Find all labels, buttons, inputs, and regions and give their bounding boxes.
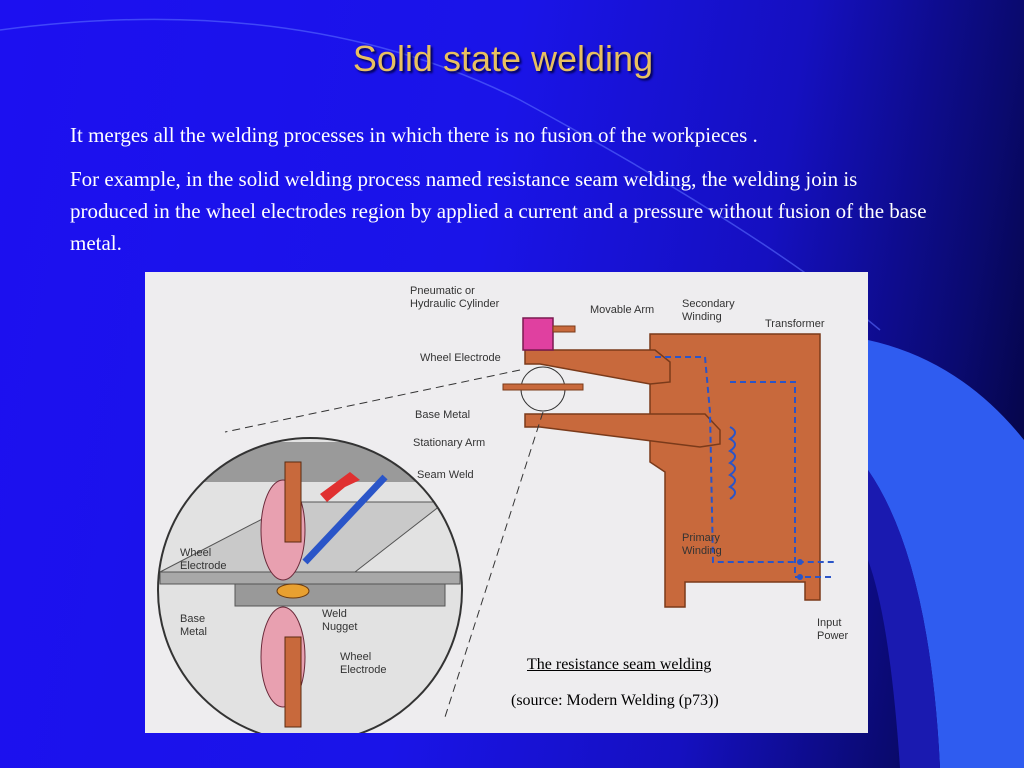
cylinder — [522, 317, 554, 351]
primary-winding — [728, 426, 736, 500]
seam-welding-diagram: Pneumatic or Hydraulic Cylinder Movable … — [157, 285, 849, 733]
movable-arm — [524, 349, 671, 385]
figure-caption-source: (source: Modern Welding (p73)) — [511, 692, 719, 709]
paragraph-definition: It merges all the welding processes in w… — [70, 123, 758, 147]
label-base-metal-left-1: Base — [180, 613, 205, 625]
label-secondary-winding-1: Secondary — [682, 298, 735, 310]
label-secondary-winding-2: Winding — [682, 311, 722, 323]
slide-title: Solid state welding — [352, 38, 654, 79]
label-stationary-arm: Stationary Arm — [413, 437, 485, 449]
magnified-view — [158, 438, 462, 733]
label-wheel-electrode-top: Wheel Electrode — [420, 352, 501, 364]
label-cylinder-2: Hydraulic Cylinder — [410, 298, 500, 310]
stationary-arm — [524, 413, 721, 448]
label-weld-nugget-1: Weld — [322, 608, 347, 620]
label-primary-winding-1: Primary — [682, 532, 720, 544]
label-wheel-electrode-left-1: Wheel — [180, 547, 211, 559]
label-weld-nugget-2: Nugget — [322, 621, 357, 633]
paragraph-example: For example, in the solid welding proces… — [70, 167, 927, 255]
label-input-power-2: Power — [817, 630, 849, 642]
label-base-metal-left-2: Metal — [180, 626, 207, 638]
label-wheel-electrode-left-2: Electrode — [180, 560, 226, 572]
label-base-metal-top: Base Metal — [415, 409, 470, 421]
label-movable-arm: Movable Arm — [590, 304, 654, 316]
label-primary-winding-2: Winding — [682, 545, 722, 557]
figure-caption-title: The resistance seam welding — [527, 656, 712, 673]
label-seam-weld: Seam Weld — [417, 469, 474, 481]
label-cylinder-1: Pneumatic or — [410, 285, 475, 297]
label-transformer: Transformer — [765, 318, 825, 330]
label-input-power-1: Input — [817, 617, 841, 629]
label-wheel-electrode-bottom-2: Electrode — [340, 664, 386, 676]
seam-welding-figure: Pneumatic or Hydraulic Cylinder Movable … — [145, 272, 868, 733]
label-wheel-electrode-bottom-1: Wheel — [340, 651, 371, 663]
secondary-winding — [655, 356, 835, 563]
